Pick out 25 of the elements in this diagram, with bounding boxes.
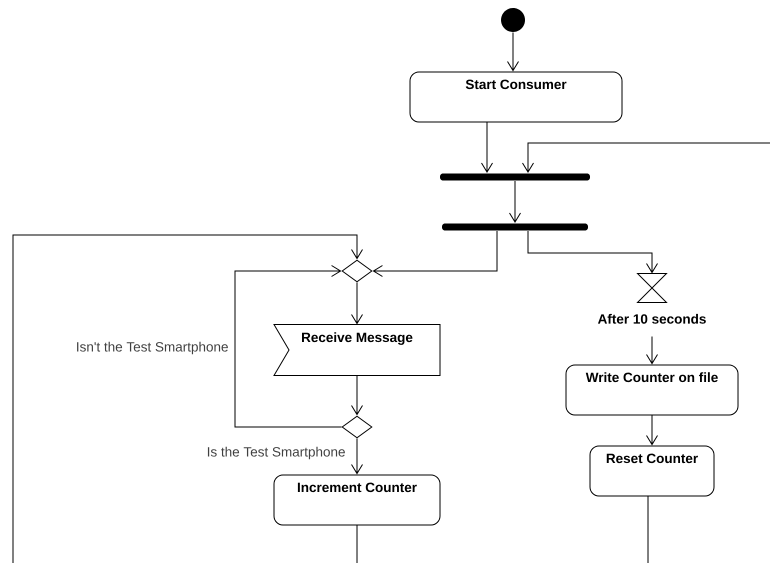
edge-label: Isn't the Test Smartphone bbox=[74, 340, 230, 356]
fork-bar bbox=[442, 224, 588, 230]
arrow bbox=[646, 415, 658, 446]
initial-node bbox=[501, 8, 525, 32]
arrow bbox=[509, 180, 521, 223]
action-box: Reset Counter bbox=[590, 446, 714, 496]
action-box: Write Counter on file bbox=[566, 364, 738, 416]
node-caption: After 10 seconds bbox=[598, 314, 706, 324]
arrow bbox=[351, 438, 363, 474]
receive-signal-box: Receive Message bbox=[273, 324, 440, 376]
edge-label: Is the Test Smartphone bbox=[206, 446, 346, 460]
arrow bbox=[481, 122, 493, 173]
arrow bbox=[528, 230, 658, 274]
fork-bar bbox=[440, 174, 590, 180]
arrow bbox=[234, 265, 342, 428]
action-box: Increment Counter bbox=[274, 474, 440, 526]
arrow bbox=[372, 230, 498, 277]
arrow bbox=[507, 32, 519, 72]
arrow bbox=[12, 234, 363, 563]
time-event-hourglass bbox=[636, 273, 668, 303]
arrow bbox=[351, 375, 363, 416]
action-box: Start Consumer bbox=[410, 72, 622, 122]
arrow bbox=[351, 282, 363, 324]
arrow bbox=[646, 336, 658, 364]
arrow bbox=[522, 142, 770, 173]
